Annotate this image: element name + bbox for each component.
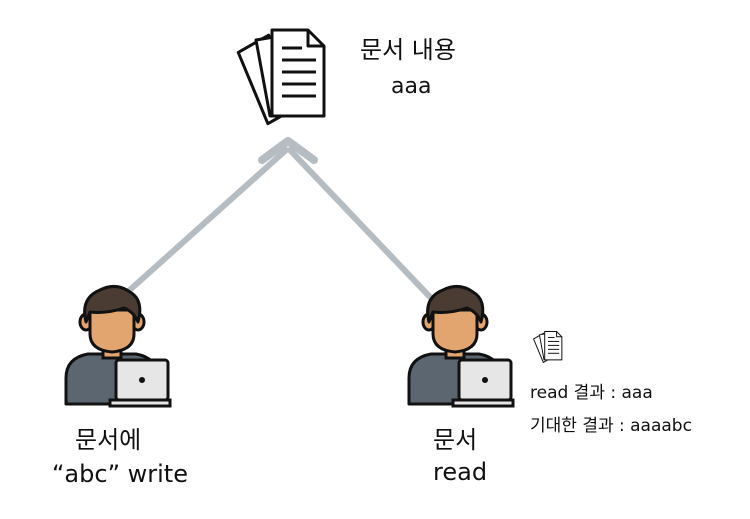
read-arrow bbox=[287, 147, 433, 300]
reader-person-laptop-icon bbox=[407, 284, 515, 408]
writer-person-laptop-icon bbox=[64, 284, 172, 408]
read-result-note: read 결과 : aaa bbox=[530, 383, 653, 403]
reader-label-line1: 문서 bbox=[433, 426, 478, 454]
writer-label-line2: “abc” write bbox=[52, 460, 188, 488]
write-arrow bbox=[119, 147, 289, 300]
document-content: aaa bbox=[391, 74, 432, 99]
note-documents-icon bbox=[532, 331, 563, 364]
writer-label-line1: 문서에 bbox=[75, 426, 142, 454]
reader-label-line2: read bbox=[433, 458, 488, 486]
arrow-head bbox=[258, 137, 318, 164]
expected-result-note: 기대한 결과 : aaaabc bbox=[530, 416, 692, 436]
documents-icon bbox=[235, 28, 326, 128]
document-title: 문서 내용 bbox=[360, 36, 456, 64]
